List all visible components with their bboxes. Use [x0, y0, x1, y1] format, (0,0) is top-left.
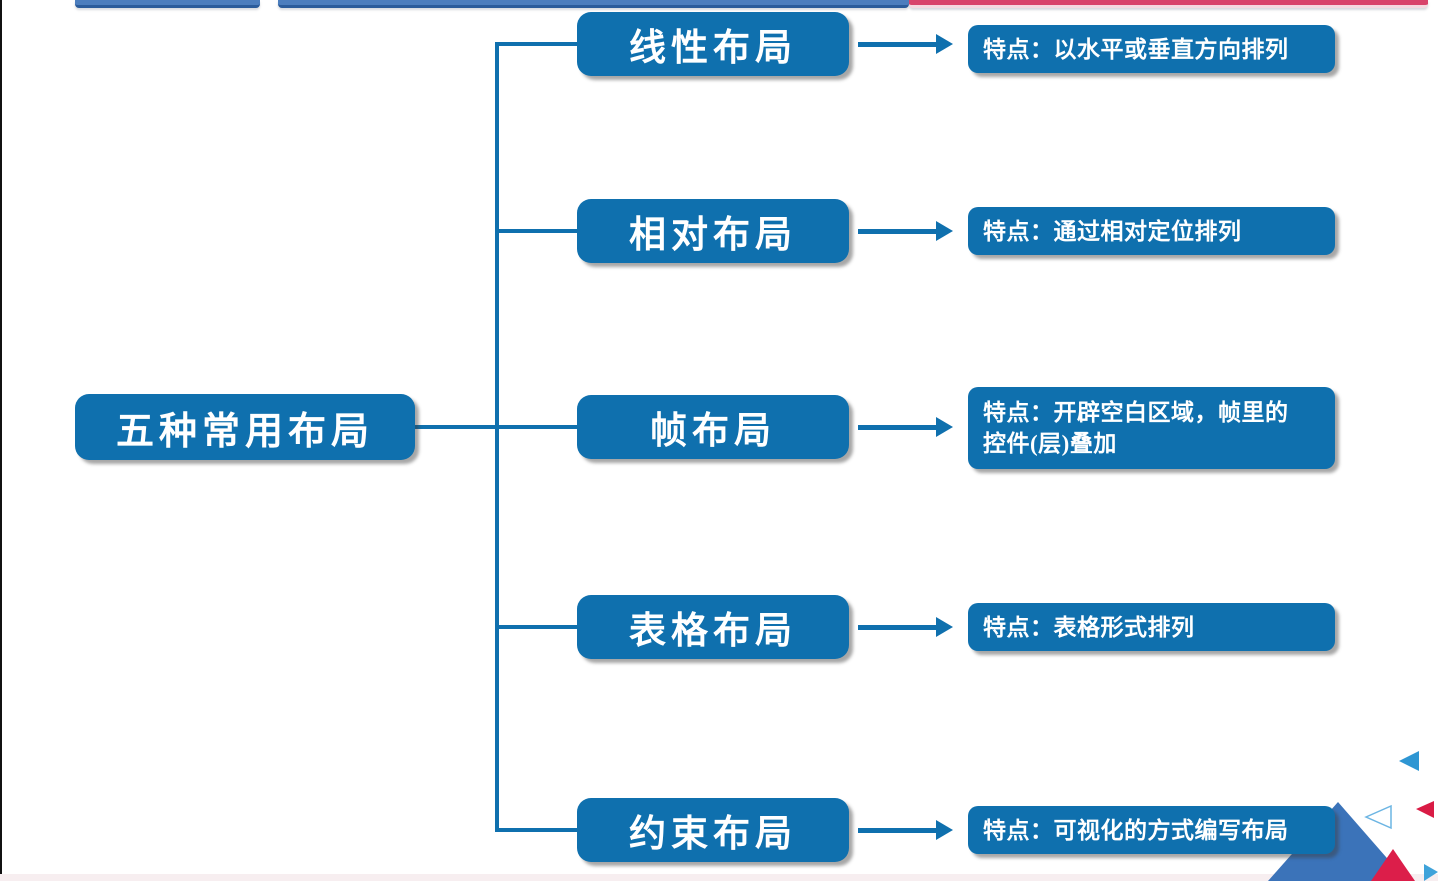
feature-label: 特点：通过相对定位排列 — [983, 218, 1242, 244]
feature-node-table-layout: 特点：表格形式排列 — [968, 603, 1335, 651]
connector-row-5 — [495, 828, 577, 832]
branch-label: 帧布局 — [650, 411, 776, 452]
large-red-triangle — [1371, 849, 1415, 881]
arrow-right-head-icon — [936, 617, 953, 637]
connector-row-2 — [495, 229, 577, 233]
root-node: 五种常用布局 — [75, 394, 415, 460]
arrow-right-icon — [858, 425, 936, 430]
feature-label: 特点：表格形式排列 — [983, 614, 1195, 640]
left-border-line — [0, 0, 2, 881]
branch-node-constraint-layout: 约束布局 — [577, 798, 849, 862]
branch-node-linear-layout: 线性布局 — [577, 12, 849, 76]
arrow-right-icon — [858, 42, 936, 47]
branch-node-frame-layout: 帧布局 — [577, 395, 849, 459]
connector-root-row-3 — [415, 425, 577, 429]
feature-node-frame-layout: 特点：开辟空白区域，帧里的 控件(层)叠加 — [968, 387, 1335, 469]
large-blue-triangle — [1268, 802, 1407, 881]
branch-label: 约束布局 — [629, 814, 797, 855]
trunk-line — [495, 42, 499, 832]
feature-label: 特点：可视化的方式编写布局 — [983, 817, 1289, 843]
feature-label: 特点：开辟空白区域，帧里的 控件(层)叠加 — [983, 400, 1289, 456]
topbar-blue-segment-2 — [278, 0, 909, 8]
arrow-right-head-icon — [936, 34, 953, 54]
arrow-right-head-icon — [936, 820, 953, 840]
topbar-red-segment — [909, 0, 1428, 8]
branch-node-relative-layout: 相对布局 — [577, 199, 849, 263]
bottom-strip — [0, 874, 1438, 881]
arrow-right-icon — [858, 828, 936, 833]
feature-node-constraint-layout: 特点：可视化的方式编写布局 — [968, 806, 1335, 854]
small-red-left-triangle-icon — [1416, 801, 1434, 818]
arrow-right-icon — [858, 229, 936, 234]
triangle-decorations — [1268, 751, 1438, 881]
topbar-blue-segment-1 — [75, 0, 260, 8]
feature-node-relative-layout: 特点：通过相对定位排列 — [968, 207, 1335, 255]
feature-node-linear-layout: 特点：以水平或垂直方向排列 — [968, 25, 1335, 73]
outline-left-triangle-icon — [1364, 804, 1392, 830]
branch-label: 线性布局 — [629, 28, 797, 69]
branch-label: 表格布局 — [629, 611, 797, 652]
feature-label: 特点：以水平或垂直方向排列 — [983, 36, 1289, 62]
branch-label: 相对布局 — [629, 215, 797, 256]
connector-row-4 — [495, 625, 577, 629]
connector-row-1 — [495, 42, 577, 46]
arrow-right-head-icon — [936, 221, 953, 241]
small-blue-right-triangle-icon — [1424, 864, 1438, 881]
branch-node-table-layout: 表格布局 — [577, 595, 849, 659]
arrow-right-icon — [858, 625, 936, 630]
small-blue-left-triangle-icon — [1399, 751, 1419, 771]
arrow-right-head-icon — [936, 417, 953, 437]
root-node-label: 五种常用布局 — [115, 410, 374, 453]
